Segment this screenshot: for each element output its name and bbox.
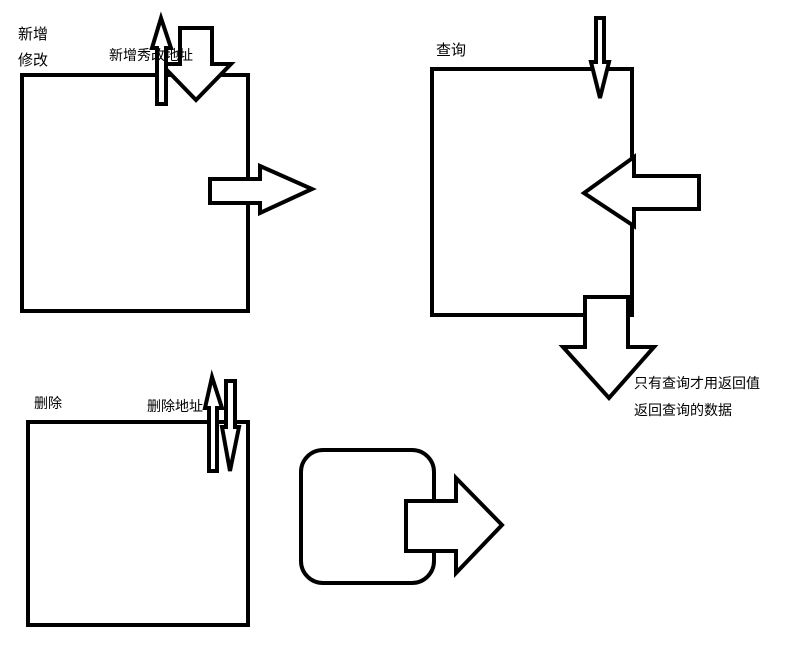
modify-label: 修改: [18, 51, 49, 69]
query-label: 查询: [436, 41, 467, 59]
add-label: 新增: [18, 25, 49, 43]
add-modify-down-arrow: [156, 26, 236, 103]
delete-up-arrow: [202, 369, 225, 473]
query-down-arrow: [588, 16, 612, 99]
query-left-arrow: [580, 153, 701, 230]
delete-label: 删除: [34, 396, 62, 412]
add-modify-address-label: 新增秀改地址: [109, 48, 193, 64]
delete-address-label: 删除地址: [147, 399, 203, 415]
query-note-line-1: 只有查询才用返回值: [634, 376, 760, 392]
delete-box: [26, 420, 250, 627]
add-modify-right-arrow: [208, 162, 317, 217]
add-modify-up-arrow: [149, 11, 174, 106]
query-note-line-2: 返回查询的数据: [634, 403, 732, 419]
rounded-box-right-arrow: [404, 473, 505, 578]
query-return-down-arrow: [558, 295, 659, 402]
delete-down-arrow: [219, 379, 242, 472]
